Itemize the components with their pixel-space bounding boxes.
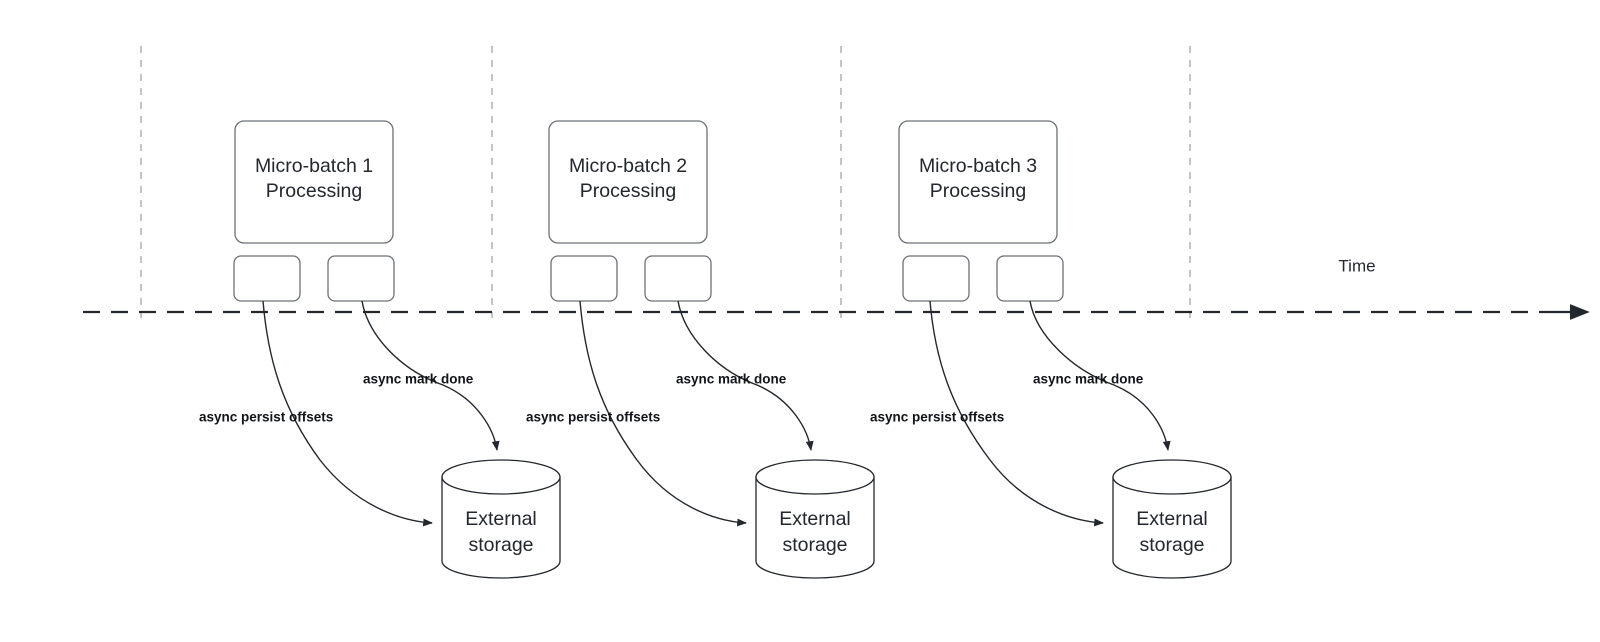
external-storage-3[interactable]: External storage (1112, 459, 1232, 579)
external-storage-1[interactable]: External storage (441, 459, 561, 579)
edge-label-async-mark-done-2: async mark done (676, 372, 787, 387)
edge-async-persist-offsets-3 (929, 300, 1104, 527)
external-storage-3-label-line1: External (1136, 508, 1208, 530)
edge-async-persist-offsets-1 (262, 300, 433, 527)
edge-async-mark-done-2 (677, 300, 814, 451)
external-storage-2[interactable]: External storage (755, 459, 875, 579)
external-storage-2-label-line1: External (779, 508, 851, 530)
edge-label-async-persist-offsets-1: async persist offsets (199, 410, 333, 425)
micro-batch-1-box[interactable] (234, 120, 394, 244)
micro-batch-3-label-line2: Processing (930, 180, 1026, 202)
micro-batch-1-group: Micro-batch 1 Processing async persist o… (199, 120, 561, 579)
micro-batch-3-box[interactable] (898, 120, 1058, 244)
edge-label-async-mark-done-3: async mark done (1033, 372, 1144, 387)
edge-label-async-mark-done-1: async mark done (363, 372, 474, 387)
tick-box-markdone-3[interactable] (996, 255, 1064, 302)
edge-label-async-persist-offsets-2: async persist offsets (526, 410, 660, 425)
time-axis-label: Time (1338, 256, 1375, 275)
micro-batch-2-group: Micro-batch 2 Processing async persist o… (526, 120, 875, 579)
micro-batch-2-label-line1: Micro-batch 2 (569, 155, 687, 177)
micro-batch-3-label-line1: Micro-batch 3 (919, 155, 1037, 177)
tick-box-markdone-2[interactable] (644, 255, 712, 302)
time-axis: Time (83, 256, 1590, 320)
tick-box-persist-3[interactable] (902, 255, 970, 302)
edge-async-mark-done-3 (1029, 300, 1171, 451)
external-storage-1-label-line2: storage (468, 534, 533, 556)
edge-async-mark-done-1 (361, 300, 500, 451)
tick-box-persist-1[interactable] (233, 255, 301, 302)
micro-batch-2-label-line2: Processing (580, 180, 676, 202)
tick-box-persist-2[interactable] (550, 255, 618, 302)
tick-box-markdone-1[interactable] (327, 255, 395, 302)
external-storage-3-label-line2: storage (1139, 534, 1204, 556)
external-storage-2-label-line2: storage (782, 534, 847, 556)
edge-label-async-persist-offsets-3: async persist offsets (870, 410, 1004, 425)
micro-batch-2-box[interactable] (548, 120, 708, 244)
micro-batch-3-group: Micro-batch 3 Processing async persist o… (870, 120, 1232, 579)
external-storage-1-label-line1: External (465, 508, 537, 530)
micro-batch-1-label-line2: Processing (266, 180, 362, 202)
micro-batch-1-label-line1: Micro-batch 1 (255, 155, 373, 177)
edge-async-persist-offsets-2 (579, 300, 747, 527)
divider-group (140, 46, 1191, 318)
